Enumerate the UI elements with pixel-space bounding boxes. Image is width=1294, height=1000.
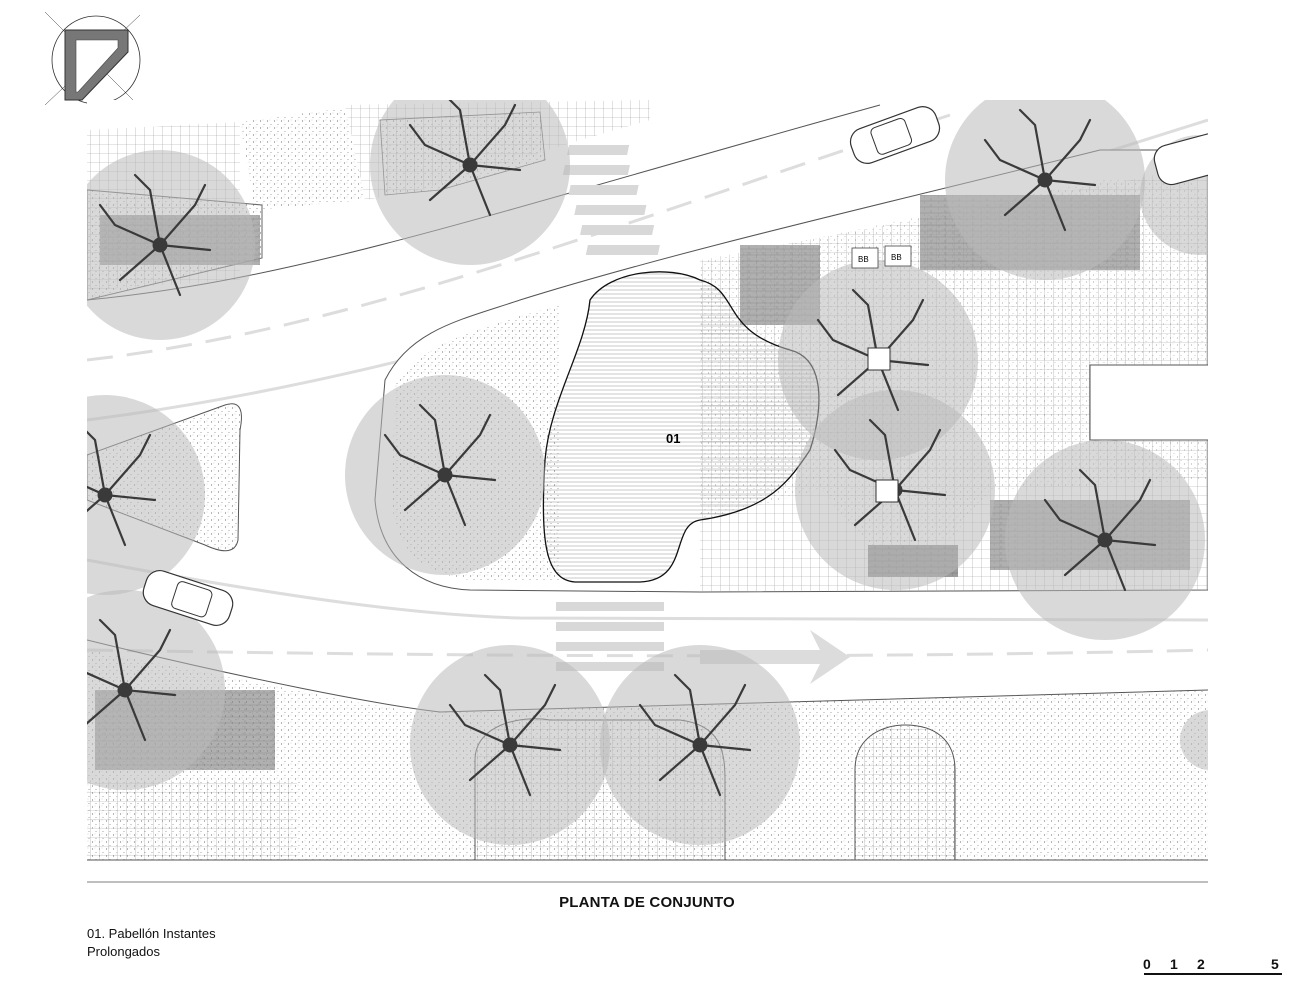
crosswalk-bottom — [556, 602, 664, 671]
tree-canopy — [370, 100, 570, 265]
plan-area: BB BB 01 — [87, 100, 1208, 882]
bike-rack — [884, 245, 912, 267]
tree-canopy — [945, 100, 1145, 280]
tree-branches — [87, 100, 1157, 797]
tree-pit — [875, 479, 899, 503]
scale-bar: 0 1 2 5 — [1140, 956, 1290, 986]
service-building — [1089, 364, 1208, 441]
car-icon — [849, 106, 941, 164]
entry-arch-right — [854, 724, 956, 861]
pavilion-label: 01 — [666, 431, 680, 446]
legend: 01. Pabellón Instantes Prolongados — [87, 925, 216, 961]
bike-rack-label: BB — [858, 255, 869, 264]
crosswalk-top — [562, 145, 660, 255]
legend-line-2: Prolongados — [87, 944, 160, 959]
tree-canopy — [87, 395, 205, 595]
scale-tick: 0 — [1143, 956, 1151, 972]
scale-tick: 5 — [1271, 956, 1279, 972]
tree-canopy — [87, 590, 225, 790]
traffic-arrow-icon — [700, 630, 850, 684]
tree-canopy — [1180, 710, 1208, 770]
sidewalk-bottom-grid-left — [87, 780, 297, 860]
bike-rack — [851, 247, 879, 269]
pavilion-01-shape — [542, 271, 820, 583]
car-icon — [142, 570, 234, 626]
drawing-title: PLANTA DE CONJUNTO — [559, 894, 735, 911]
sidewalk-top — [240, 108, 365, 210]
tree-pit — [867, 347, 891, 371]
bike-rack-label: BB — [891, 253, 902, 262]
scale-tick: 1 — [1170, 956, 1178, 972]
scale-tick: 2 — [1197, 956, 1205, 972]
scale-line — [1144, 973, 1282, 975]
car-icon — [1153, 130, 1208, 186]
north-arrow-icon — [44, 11, 146, 113]
legend-line-1: 01. Pabellón Instantes — [87, 926, 216, 941]
